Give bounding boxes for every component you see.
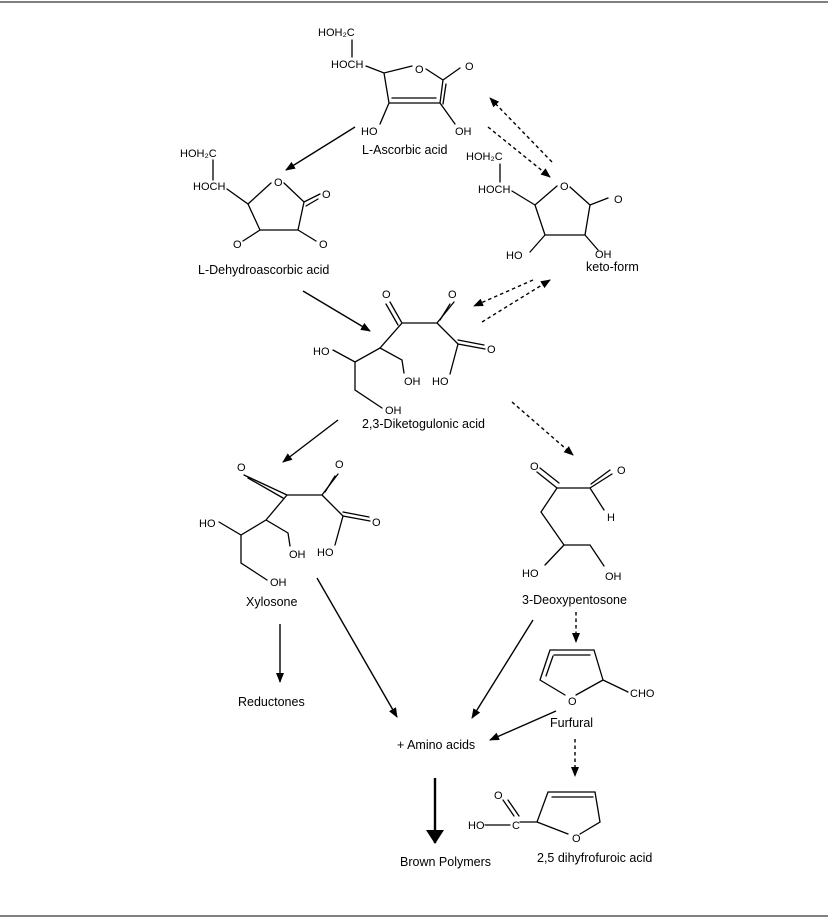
atom-label: O [487,344,496,356]
atom-label: C [512,820,520,832]
atom-label: O [448,289,457,301]
atom-label: O [572,833,581,845]
label-xylosone: Xylosone [246,595,297,609]
atom-label: OH [289,549,306,561]
arrow-ascorbic-to-dehydro [286,127,355,170]
atom-label: O [568,696,577,708]
atom-label: O [233,239,242,251]
xylosone-structure: O O O HO OH HO OH [199,459,381,589]
atom-label: OH [404,376,421,388]
arrow-deoxypentosone-to-amino [472,620,533,718]
atom-label: HO [432,376,449,388]
atom-label: O [560,181,569,193]
arrow-xylosone-to-amino [317,578,397,717]
arrow-dehydro-to-diketo [303,291,370,331]
atom-label: OH [605,571,622,583]
atom-label: O [237,462,246,474]
label-furfural: Furfural [550,716,593,730]
label-keto-form: keto-form [586,260,639,274]
atom-label: O [335,459,344,471]
deoxypentosone-structure: O O H HO OH [522,461,626,583]
atom-label: OH [385,405,402,417]
atom-label: OH [270,577,287,589]
atom-label: HO [468,820,485,832]
dihydrofuroic-acid-structure: O HO C O [468,790,600,845]
arrow-furfural-to-amino [490,711,556,740]
label-dihydrofuroic-acid: 2,5 dihyfrofuroic acid [537,851,652,865]
atom-label: O [494,790,503,802]
atom-label: HOH₂C [180,148,217,160]
atom-label: HO [199,518,216,530]
atom-label: HO [506,250,523,262]
furfural-structure: O CHO [540,650,655,708]
label-diketogulonic-acid: 2,3-Diketogulonic acid [362,417,485,431]
atom-label: O [382,289,391,301]
label-amino-acids: + Amino acids [397,738,475,752]
atom-label: O [372,517,381,529]
diketogulonic-acid-structure: O O O HO OH HO OH [313,289,496,417]
atom-label: O [322,189,331,201]
l-ascorbic-acid-structure: HOH₂C HOCH O O HO OH [318,27,474,138]
atom-label: HO [317,547,334,559]
atom-label: HO [361,126,378,138]
label-brown-polymers: Brown Polymers [400,855,491,869]
atom-label: HO [313,346,330,358]
atom-label: HOCH [478,184,510,196]
label-deoxypentosone: 3-Deoxypentosone [522,593,627,607]
arrow-diketo-to-deoxypentosone [512,402,573,455]
atom-label: HOH₂C [466,151,503,163]
atom-label: CHO [630,688,655,700]
arrow-keto-to-diketo [474,280,533,306]
atom-label: H [607,512,615,524]
label-l-dehydroascorbic-acid: L-Dehydroascorbic acid [198,263,329,277]
atom-label: O [274,177,283,189]
l-dehydroascorbic-acid-structure: HOH₂C HOCH O O O O [180,148,331,251]
atom-label: OH [455,126,472,138]
atom-label: O [319,239,328,251]
atom-label: HO [522,568,539,580]
atom-label: HOCH [193,181,225,193]
label-reductones: Reductones [238,695,305,709]
atom-label: O [415,64,424,76]
atom-label: HOCH [331,59,363,71]
label-l-ascorbic-acid: L-Ascorbic acid [362,143,447,157]
arrow-diketo-to-xylosone [283,420,338,462]
atom-label: O [617,465,626,477]
arrow-diketo-to-keto [482,280,550,322]
atom-label: HOH₂C [318,27,355,39]
atom-label: O [530,461,539,473]
keto-form-structure: HOH₂C HOCH O O HO OH [466,151,623,262]
atom-label: O [465,61,474,73]
atom-label: O [614,194,623,206]
